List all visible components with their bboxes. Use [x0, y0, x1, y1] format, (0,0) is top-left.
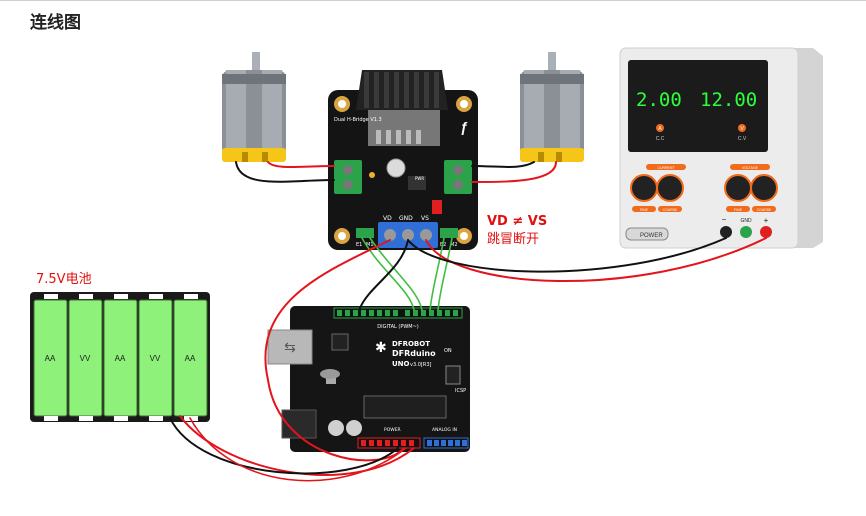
knob-fine-label: FINE [734, 208, 743, 212]
current-coarse-knob[interactable] [656, 174, 684, 202]
gear-logo-icon: ✱ [375, 339, 387, 355]
knob-fine-label: FINE [640, 208, 649, 212]
arduino-version: v3.0[R3] [410, 362, 432, 368]
top-divider [0, 0, 866, 1]
page-title: 连线图 [30, 13, 81, 33]
heatsink [356, 70, 448, 146]
battery-cell-label: AA [45, 354, 56, 363]
left-motor [222, 52, 286, 162]
voltage-fine-knob[interactable] [724, 174, 752, 202]
voltage-group-label: VOLTAGE [742, 166, 759, 170]
e1-pin-label: E1 [356, 242, 362, 248]
battery-pack: 7.5V电池 AA VV AA VV AA [30, 272, 210, 422]
minus-label: − [722, 215, 727, 224]
vs-pin-label: VS [421, 215, 429, 222]
arduino-board: ⇆ DIGITAL (PWM~) ✱ DFROBOT DFRduino UNO … [267, 306, 470, 452]
battery-cell-label: AA [185, 354, 196, 363]
pwr-label: PWR [415, 176, 424, 181]
knob-coarse-label: COARSE [757, 208, 772, 212]
power-button[interactable] [625, 227, 669, 241]
bench-power-supply: 2.00 12.00 A C.C V C.V CURRENT VOLTAGE F… [619, 47, 823, 249]
arduino-name: DFRduino [392, 349, 436, 358]
negative-terminal[interactable] [720, 226, 732, 238]
gnd-pin-label: GND [399, 215, 413, 222]
battery-cells: AA VV AA VV AA [33, 299, 208, 417]
vd-pin-label: VD [383, 215, 392, 222]
battery-cell-label: AA [115, 354, 126, 363]
ground-terminal[interactable] [740, 226, 752, 238]
arduino-model: UNO [392, 360, 410, 368]
usb-icon: ⇆ [284, 339, 296, 355]
m2-pin-label: M2 [450, 242, 458, 248]
m1-pin-label: M1 [366, 242, 374, 248]
analog-header-label: ANALOG IN [432, 427, 457, 433]
motor-driver-board: Dual H-Bridge V1.3 ƒ PWR VD GND VS E1 M1… [328, 70, 478, 250]
voltage-coarse-knob[interactable] [750, 174, 778, 202]
battery-cell-label: VV [80, 354, 91, 363]
cc-label: C.C [656, 136, 665, 142]
battery-label: 7.5V电池 [36, 272, 92, 287]
dfrobot-logo-icon: ƒ [460, 119, 468, 135]
wires [169, 161, 767, 482]
jumper-annotation: VD ≠ VS 跳冒断开 [487, 214, 547, 247]
current-display: 2.00 [636, 89, 682, 111]
voltage-display: 12.00 [700, 89, 757, 111]
annotation-line1: VD ≠ VS [487, 214, 547, 229]
digital-header-label: DIGITAL (PWM~) [377, 324, 419, 330]
battery-cell-label: VV [150, 354, 161, 363]
current-group-label: CURRENT [657, 166, 675, 170]
annotation-line2: 跳冒断开 [487, 232, 539, 247]
on-led-label: ON [444, 348, 452, 354]
vd-vs-jumper [432, 200, 442, 214]
cv-label: C.V [738, 136, 747, 142]
knob-coarse-label: COARSE [663, 208, 678, 212]
driver-board-name: Dual H-Bridge V1.3 [334, 117, 382, 123]
icsp-label: ICSP [455, 388, 466, 394]
power-header-label: POWER [384, 427, 401, 433]
current-fine-knob[interactable] [630, 174, 658, 202]
positive-terminal[interactable] [760, 226, 772, 238]
right-motor [520, 52, 584, 162]
plus-label: + [764, 216, 769, 225]
unit-v: V [740, 126, 744, 132]
power-button-label: POWER [640, 233, 663, 239]
gnd-terminal-label: GND [740, 218, 752, 224]
unit-a: A [658, 126, 662, 132]
arduino-brand: DFROBOT [392, 340, 430, 348]
